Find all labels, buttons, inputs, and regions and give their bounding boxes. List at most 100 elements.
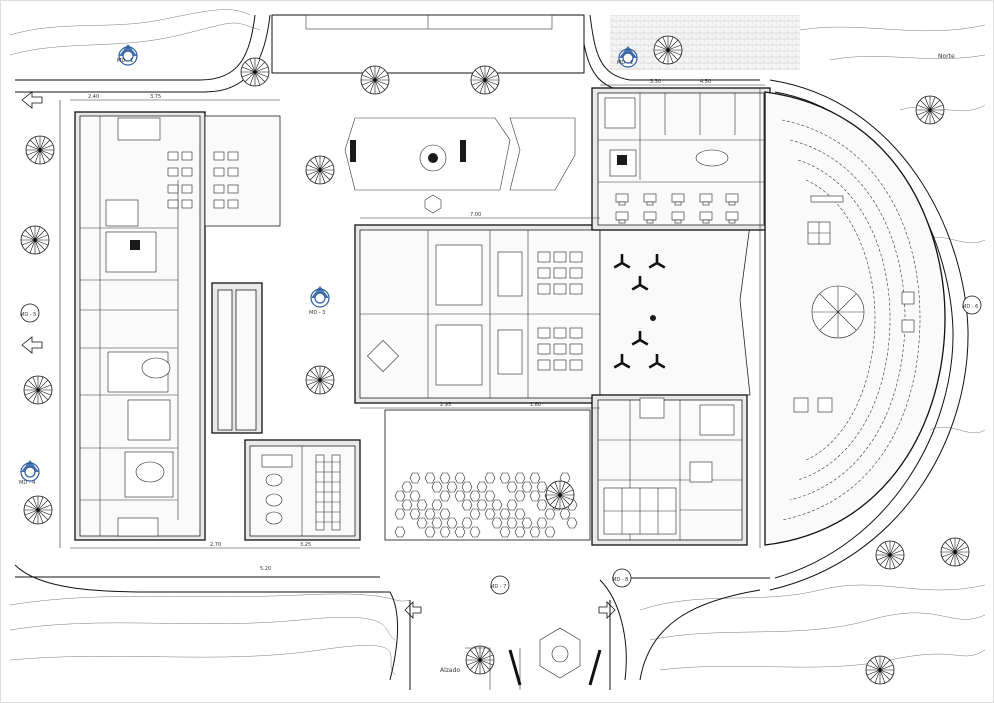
tree-icon (875, 540, 905, 570)
play-cell (439, 472, 451, 484)
play-cell (514, 472, 526, 484)
play-cell (536, 517, 548, 529)
ne-block (591, 87, 771, 231)
tree-icon (360, 65, 390, 95)
tree-icon (545, 480, 575, 510)
section-markers: MD - 1 MD - 2 MD - 3 MD - 4 MD - 5 MD - … (19, 43, 982, 595)
dimension-label: 3.30 (650, 79, 661, 85)
dimension-labels: 2.40 3.75 2.70 3.25 7.00 1.80 3.30 4.50 … (88, 79, 711, 572)
dimension-label: 7.00 (470, 212, 481, 218)
play-cell (461, 517, 473, 529)
play-cell (424, 472, 436, 484)
central-hall (599, 224, 751, 396)
section-marker: MD - 1 (117, 43, 138, 66)
play-cell (431, 517, 443, 529)
dimension-lines (59, 84, 765, 549)
svg-text:MD - 7: MD - 7 (490, 584, 506, 590)
play-cell (529, 490, 541, 502)
se-block (591, 394, 748, 546)
tree-icon (940, 537, 970, 567)
play-cell (424, 526, 436, 538)
play-cell (394, 508, 406, 520)
svg-text:MD - 3: MD - 3 (309, 310, 325, 316)
play-cell (416, 499, 428, 511)
play-cell (469, 526, 481, 538)
tree-icon (240, 57, 270, 87)
play-cell (476, 499, 488, 511)
tree-icon (915, 95, 945, 125)
tree-icon (23, 375, 53, 405)
north-label: Norte (938, 53, 955, 60)
dimension-label: 2.40 (88, 94, 99, 100)
svg-text:MD - 8: MD - 8 (612, 577, 628, 583)
south-access: Alzado (409, 600, 611, 690)
play-cell (409, 508, 421, 520)
dimension-label: 2.95 (440, 402, 451, 408)
west-wing (74, 111, 281, 541)
play-area (384, 409, 591, 541)
play-cell (506, 517, 518, 529)
section-marker: MD - 7 (490, 575, 510, 595)
play-cell (454, 490, 466, 502)
play-cell (544, 526, 556, 538)
dimension-label: 2.70 (210, 542, 221, 548)
tree-icon (865, 655, 895, 685)
play-cell (439, 508, 451, 520)
dimension-label: 1.80 (530, 402, 541, 408)
section-marker: MD - 6 (962, 295, 982, 315)
play-cell (394, 526, 406, 538)
section-marker: MD - 2 (617, 45, 638, 68)
play-cell (454, 526, 466, 538)
sw-lab (244, 439, 361, 541)
play-cell (529, 472, 541, 484)
play-cell (506, 499, 518, 511)
play-cell (394, 490, 406, 502)
play-cell (439, 526, 451, 538)
central-block (354, 224, 606, 404)
dimension-label: 5.20 (260, 566, 271, 572)
play-cell (506, 481, 518, 493)
play-cell (514, 526, 526, 538)
play-cell (431, 481, 443, 493)
play-cell (431, 499, 443, 511)
north-parking (271, 14, 800, 74)
play-cell (559, 508, 571, 520)
tree-icon (305, 365, 335, 395)
section-marker: MD - 8 (612, 568, 632, 588)
play-cell (499, 508, 511, 520)
svg-text:MD - 5: MD - 5 (20, 312, 36, 318)
play-cell (424, 508, 436, 520)
section-marker: MD - 3 (309, 285, 330, 316)
play-cell (461, 481, 473, 493)
svg-text:MD - 4: MD - 4 (19, 480, 35, 486)
play-cell (401, 499, 413, 511)
play-cell (409, 490, 421, 502)
svg-text:MD - 6: MD - 6 (962, 304, 978, 310)
play-cell (499, 526, 511, 538)
play-cell (521, 481, 533, 493)
play-cell (416, 517, 428, 529)
access-label: Alzado (440, 667, 460, 674)
play-cell (529, 526, 541, 538)
play-cell (514, 508, 526, 520)
play-cell (484, 508, 496, 520)
play-cell (544, 508, 556, 520)
tree-icon (25, 135, 55, 165)
north-courtyard (344, 117, 576, 214)
dimension-label: 3.75 (150, 94, 161, 100)
tree-icon (20, 225, 50, 255)
play-cell (514, 490, 526, 502)
svg-text:MD - 2: MD - 2 (617, 60, 633, 66)
svg-text:MD - 1: MD - 1 (117, 58, 133, 64)
play-cell (469, 490, 481, 502)
tree-icon (470, 65, 500, 95)
play-cell (454, 472, 466, 484)
play-cell (521, 517, 533, 529)
section-marker: MD - 4 (19, 459, 40, 486)
play-cell (401, 481, 413, 493)
play-cell (461, 499, 473, 511)
play-cell (484, 472, 496, 484)
play-cell (491, 499, 503, 511)
play-cell (484, 490, 496, 502)
